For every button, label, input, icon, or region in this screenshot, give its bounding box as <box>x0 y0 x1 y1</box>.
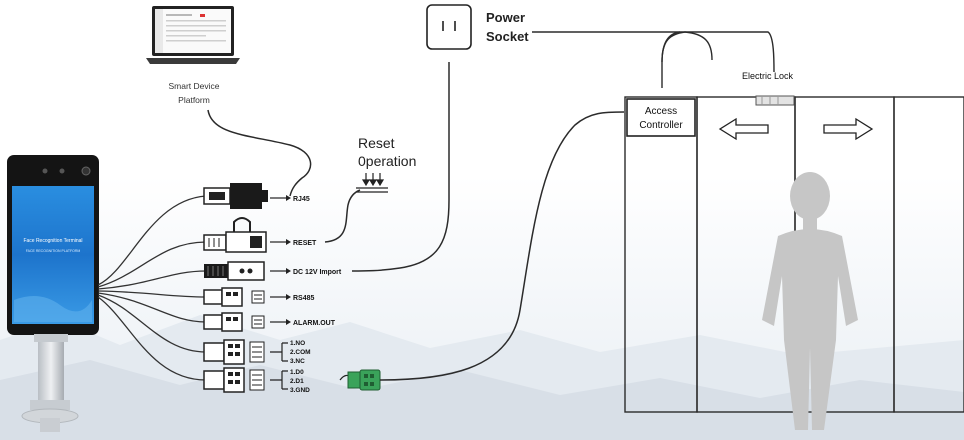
connector-reset <box>203 217 291 253</box>
connector-wiegand <box>203 367 288 393</box>
label-alarm: ALARM.OUT <box>293 320 336 327</box>
arrow-left-icon <box>718 117 769 141</box>
connector-rj45 <box>203 183 291 209</box>
label-rs485: RS485 <box>293 295 315 302</box>
reset-title-line1: Reset <box>358 135 395 151</box>
platform-label-line2: Platform <box>178 95 210 105</box>
connector-rs485 <box>203 287 291 307</box>
access-controller-box <box>626 98 696 137</box>
screen-title: Face Recognition Terminal <box>23 238 82 244</box>
label-dc: DC 12V Import <box>293 269 342 276</box>
label-relay-1: 1.NO <box>290 340 305 347</box>
label-reset: RESET <box>293 240 317 247</box>
person-silhouette-icon <box>762 172 858 430</box>
power-distribution <box>532 31 775 88</box>
label-wiegand-1: 1.D0 <box>290 369 304 376</box>
label-wiegand-2: 2.D1 <box>290 378 304 385</box>
access-cable <box>379 111 625 381</box>
power-cable <box>351 62 450 272</box>
green-terminal-block <box>339 369 381 391</box>
reset-title-line2: 0peration <box>358 153 416 169</box>
cable-bundle <box>97 195 207 381</box>
power-label-line2: Socket <box>486 29 529 44</box>
electric-lock-label: Electric Lock <box>742 71 794 81</box>
connector-dc <box>204 261 291 281</box>
laptop-icon <box>146 6 240 64</box>
platform-label-line1: Smart Device <box>168 81 219 91</box>
device-pole <box>38 334 64 404</box>
network-cable <box>207 109 312 197</box>
access-controller-line1: Access <box>645 106 677 117</box>
reset-cable <box>324 189 361 243</box>
label-relay-2: 2.COM <box>290 349 311 356</box>
label-relay-3: 3.NC <box>290 358 305 365</box>
power-label-line1: Power <box>486 10 525 25</box>
access-controller-line2: Controller <box>639 120 683 131</box>
electric-lock-icon <box>755 95 795 106</box>
screen-subtitle: FACE RECOGNITION PLATFORM <box>26 249 81 253</box>
label-rj45: RJ45 <box>293 196 310 203</box>
door-frame <box>624 96 964 413</box>
connector-relay <box>203 339 288 365</box>
label-wiegand-3: 3.GND <box>290 387 310 394</box>
connector-alarm <box>203 312 291 332</box>
reset-symbol <box>356 173 388 193</box>
power-socket-icon <box>426 4 472 50</box>
arrow-right-icon <box>823 117 874 141</box>
face-terminal-device: Face Recognition Terminal FACE RECOGNITI… <box>7 155 99 432</box>
